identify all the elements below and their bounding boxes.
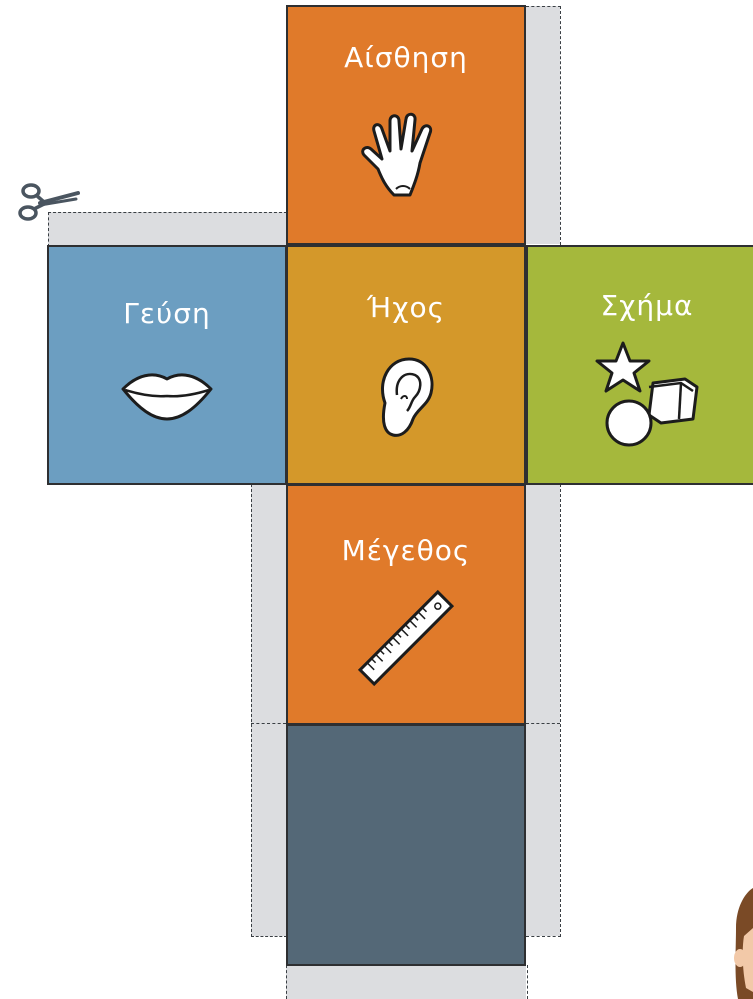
face-taste: Γεύση <box>47 245 287 485</box>
cut-line <box>251 484 287 937</box>
cut-line <box>251 723 286 724</box>
ruler-icon <box>357 589 455 687</box>
face-size: Μέγεθος <box>286 484 526 725</box>
face-label-touch: Αίσθηση <box>344 41 468 74</box>
scissors-icon <box>18 183 80 221</box>
lips-icon <box>121 373 213 421</box>
face-label-size: Μέγεθος <box>341 534 471 567</box>
face-sound: Ήχος <box>286 245 526 485</box>
face-shape: Σχήμα <box>526 245 753 485</box>
face-label-sound: Ήχος <box>366 291 446 324</box>
face-touch: Αίσθηση <box>286 5 526 245</box>
cut-line <box>48 212 287 247</box>
ear-icon <box>381 357 434 437</box>
cut-line <box>526 6 561 245</box>
face-label-taste: Γεύση <box>123 297 211 330</box>
glue-flap-top-right <box>526 6 560 244</box>
cut-line <box>526 723 560 724</box>
glue-flap-left-lower <box>251 484 286 936</box>
shapes-icon <box>595 341 698 447</box>
glue-flap-bottom <box>286 965 526 999</box>
face-blank <box>286 724 526 966</box>
hand-icon <box>361 112 433 197</box>
face-label-shape: Σχήμα <box>600 289 694 322</box>
glue-flap-right-lower <box>526 484 560 936</box>
glue-flap-left-top <box>48 212 286 246</box>
cut-line <box>286 965 528 999</box>
child-character <box>734 888 753 999</box>
cut-line <box>526 484 561 937</box>
